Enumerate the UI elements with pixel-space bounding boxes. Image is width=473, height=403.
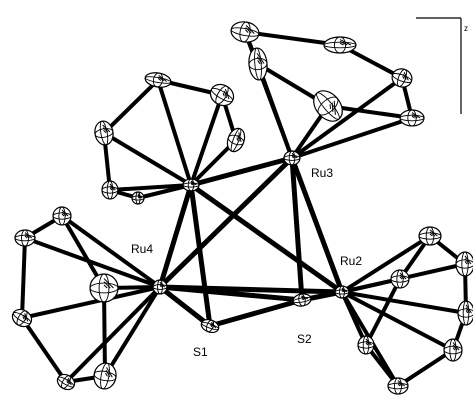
atom-ru2 xyxy=(334,285,350,299)
bond-ru1-a1 xyxy=(156,78,193,187)
atom-b1 xyxy=(230,21,260,43)
atom-b6 xyxy=(313,90,343,122)
atom-d5 xyxy=(443,338,463,362)
atom-s2 xyxy=(292,293,312,307)
atom-a5 xyxy=(101,180,119,200)
atom-a4 xyxy=(94,120,114,146)
bond-c2-c4 xyxy=(20,236,27,320)
label-ru2: Ru2 xyxy=(340,254,362,268)
bond-c3-c6 xyxy=(102,286,107,378)
atom-ru3 xyxy=(283,150,301,166)
label-s1: S1 xyxy=(193,345,208,359)
bond-a4-a1 xyxy=(102,78,160,135)
bond-ru2-d3 xyxy=(340,290,468,315)
atom-d7 xyxy=(357,335,375,355)
bonds-layer xyxy=(20,30,468,388)
bond-ru4-c5 xyxy=(64,285,162,384)
atom-b2 xyxy=(248,47,268,81)
atom-ru4 xyxy=(152,279,168,295)
atom-d2 xyxy=(455,251,473,277)
bond-ru2-d5 xyxy=(340,290,455,352)
atom-c1 xyxy=(52,206,72,226)
bond-ru3-ru4 xyxy=(157,155,295,290)
atom-c5 xyxy=(56,373,76,391)
atom-a3 xyxy=(226,127,246,153)
bond-ru2-d7 xyxy=(340,290,368,347)
bond-ru4-s1 xyxy=(157,284,213,329)
atom-d3 xyxy=(457,300,473,326)
bond-ru4-ru2 xyxy=(157,284,345,295)
bond-ru4-c6 xyxy=(103,285,162,378)
atom-a6 xyxy=(131,191,145,205)
bond-ru2-d4 xyxy=(340,277,402,294)
label-s2: S2 xyxy=(297,332,312,346)
atom-d4 xyxy=(390,269,410,289)
axis-indicator: z xyxy=(416,17,468,114)
bond-ru1-ru2 xyxy=(188,182,345,295)
label-ru3: Ru3 xyxy=(311,166,333,180)
bond-ru1-s1 xyxy=(188,182,213,329)
label-ru4: Ru4 xyxy=(131,242,153,256)
atom-c3 xyxy=(89,273,119,303)
bond-ru4-c2 xyxy=(23,236,162,289)
bond-d5-d6 xyxy=(396,348,455,388)
bond-ru1-a6 xyxy=(136,183,193,200)
bond-c4-c5 xyxy=(20,316,68,384)
atom-c4 xyxy=(11,308,33,328)
bond-ru3-ru2 xyxy=(289,155,345,295)
atom-d1 xyxy=(418,226,442,246)
bond-ru2-d1 xyxy=(340,234,432,294)
bond-ru1-ru3 xyxy=(188,155,295,188)
bond-ru1-a4 xyxy=(102,131,193,187)
atom-a1 xyxy=(144,72,172,88)
atom-s1 xyxy=(200,318,220,334)
bond-s1-s2 xyxy=(207,297,305,329)
bond-ru4-c4 xyxy=(20,285,162,320)
atom-labels: Ru3 Ru4 Ru2 S1 S2 xyxy=(131,166,362,359)
atom-a2 xyxy=(209,83,235,107)
bond-ru1-a2 xyxy=(189,93,224,187)
bond-ru3-b2 xyxy=(256,62,294,160)
bond-ru1-ru4 xyxy=(157,182,194,290)
atom-b5 xyxy=(399,109,425,127)
bond-ru4-c1 xyxy=(60,214,162,289)
bond-ru3-b4 xyxy=(290,76,404,160)
bond-ru1-a5 xyxy=(108,183,193,192)
atom-c6 xyxy=(93,362,117,390)
bond-ru3-b5 xyxy=(290,116,414,160)
atom-d6 xyxy=(387,377,409,395)
atom-c2 xyxy=(14,229,36,247)
atom-b4 xyxy=(391,68,413,88)
atoms-layer xyxy=(11,21,473,395)
atom-b3 xyxy=(323,36,357,54)
axis-label: z xyxy=(464,24,468,33)
bond-ru3-s2 xyxy=(289,155,305,303)
atom-ru1 xyxy=(182,178,200,192)
